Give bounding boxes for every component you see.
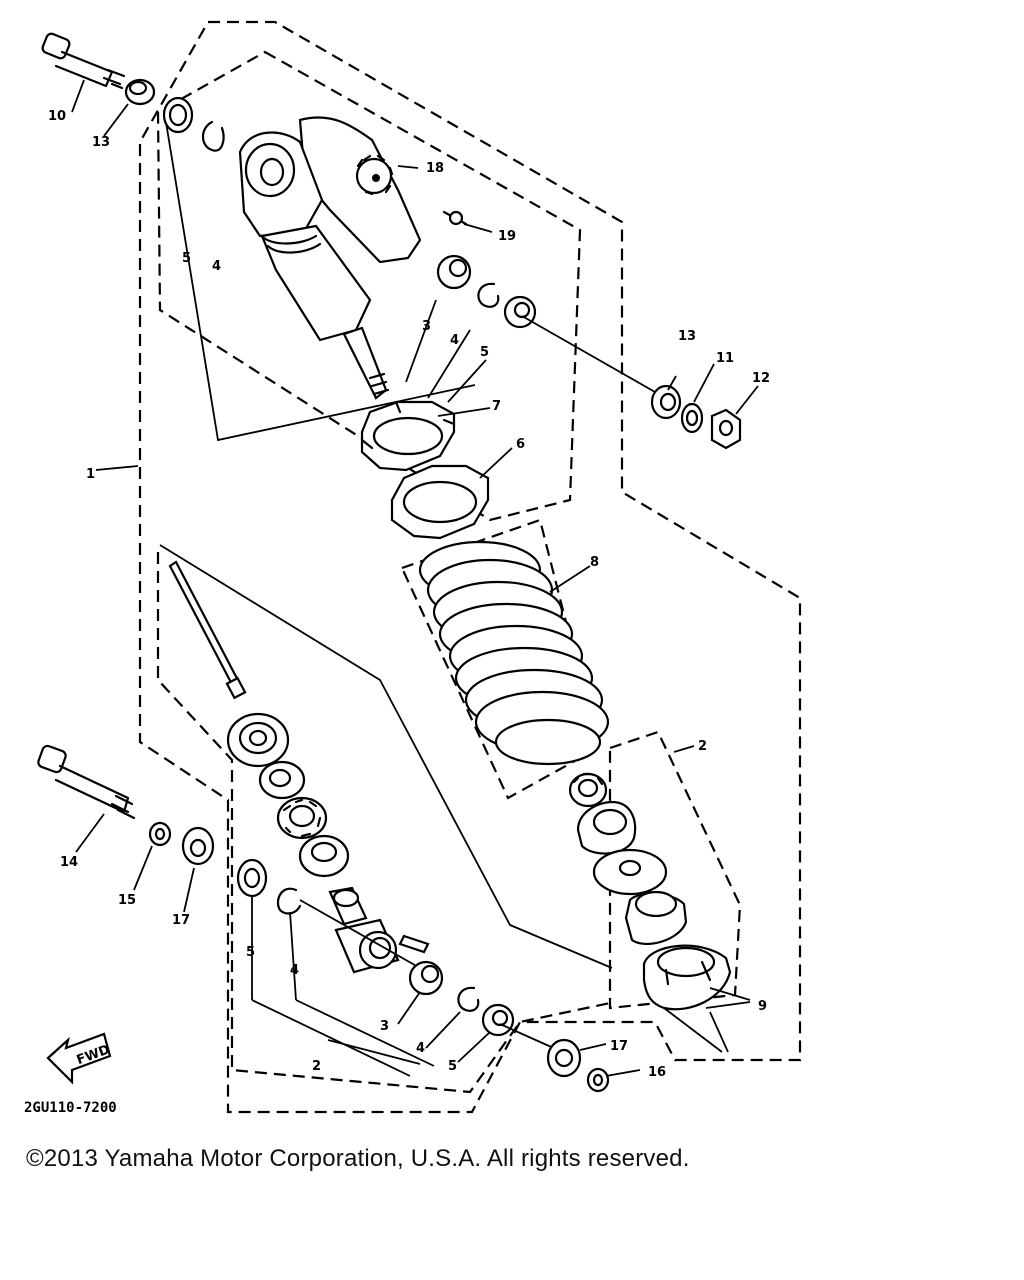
upper-nut [710,408,742,450]
callout-15: 15 [118,893,136,908]
lower-stack-bearing [276,796,328,840]
lower-stack-cup [298,834,350,878]
spring-seat-bearing [568,772,608,808]
callout-17-left: 17 [172,913,190,928]
shock-absorber-body [238,116,422,400]
upper-pin-axis [521,315,656,393]
lower-right-axis [499,1023,559,1051]
lower-washer-left [148,821,172,847]
spring-seat-washer [592,848,668,896]
callout-3-upper: 3 [422,319,431,334]
callout-13-upper-left: 13 [92,135,110,150]
upper-collar [124,78,156,106]
callout-4-upper-right: 4 [450,333,459,348]
lower-pin-axis [299,899,421,969]
spring-seat-cup [576,800,637,855]
assembly-2-boundary-right [608,730,742,1010]
lower-circlip-left [276,887,302,915]
upper-circlip-left [201,120,225,152]
lower-bolt [37,744,136,820]
upper-bushing-right [436,254,472,290]
callout-13-right: 13 [678,329,696,344]
upper-circlip-right [477,282,500,308]
lower-clevis [328,886,430,974]
lower-bushing [408,960,444,996]
lower-collar-right [546,1038,582,1078]
callout-2-lower: 2 [312,1059,321,1074]
upper-subassembly-boundary [156,50,582,522]
callout-3-lower: 3 [380,1019,389,1034]
spring-retainer [642,944,732,1011]
callout-5-lower-right: 5 [448,1059,457,1074]
ring-nut-6 [390,464,490,540]
copyright-notice: ©2013 Yamaha Motor Corporation, U.S.A. A… [26,1145,690,1172]
upper-oil-seal-left [162,96,194,134]
callout-5-upper-left: 5 [182,251,191,266]
top-bracket-line [163,109,476,442]
lower-stack-washer [258,760,306,800]
callout-11: 11 [716,351,734,366]
callout-6: 6 [516,437,525,452]
bump-stop [226,712,290,768]
spring-seat-collar [624,890,688,945]
upper-bolt [41,32,126,90]
callout-7: 7 [492,399,501,414]
callout-12: 12 [752,371,770,386]
drawing-code: 2GU110-7200 [24,1100,117,1116]
lower-oil-seal-left [236,858,268,898]
fwd-arrow-icon: FWD [46,1032,112,1085]
retainer-leaders [663,987,751,1053]
callout-2-right: 2 [698,739,707,754]
lower-oil-seal-right [481,1003,515,1037]
callout-5-upper-right: 5 [480,345,489,360]
reservoir-bolt [442,210,468,226]
callout-17-right: 17 [610,1039,628,1054]
callout-5-lower-left: 5 [246,945,255,960]
callout-leaders [71,79,759,1077]
shaft-centerline [159,544,613,969]
lower-circlip-right [457,986,480,1012]
ring-nut-7 [360,400,456,472]
callout-4-lower-right: 4 [416,1041,425,1056]
callout-4-upper-left: 4 [212,259,221,274]
callout-16: 16 [648,1065,666,1080]
lower-collar-left [181,826,215,866]
callout-14: 14 [60,855,78,870]
assembly-1-boundary [138,20,802,1114]
callout-19: 19 [498,229,516,244]
upper-oil-seal-right [503,295,537,329]
callout-8: 8 [590,555,599,570]
callout-18: 18 [426,161,444,176]
upper-washer [680,402,704,434]
callout-10: 10 [48,109,66,124]
coil-spring [418,540,610,766]
upper-collar-right [650,384,682,420]
lower-washer-right [586,1067,610,1093]
callout-9: 9 [758,999,767,1014]
callout-1: 1 [86,467,95,482]
callout-4-lower-left: 4 [290,963,299,978]
damper-rod [168,560,247,700]
